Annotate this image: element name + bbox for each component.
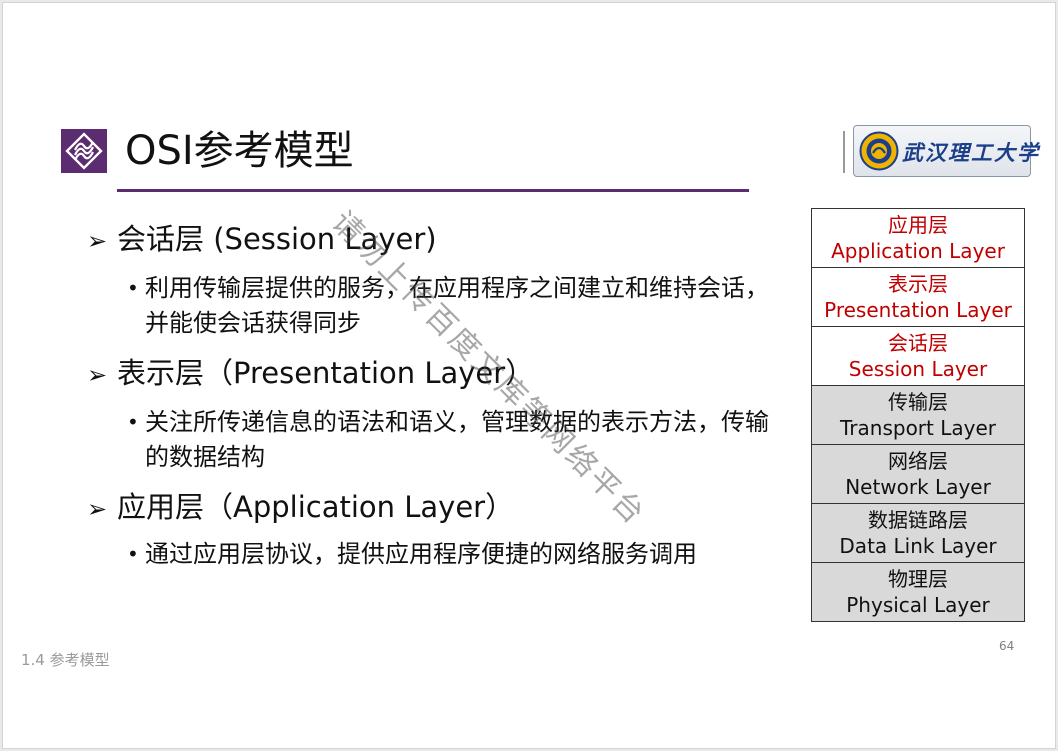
section-heading-application: ➢应用层（Application Layer） (87, 485, 514, 531)
section-bullet-session: • 利用传输层提供的服务，在应用程序之间建立和维持会话，并能使会话获得同步 (127, 271, 787, 341)
school-seal-icon (859, 131, 899, 171)
slide-title: OSI参考模型 (125, 128, 354, 174)
arrow-bullet-icon: ➢ (87, 495, 108, 523)
bullet-dot-icon: • (127, 542, 139, 566)
title-underline (117, 189, 749, 192)
arrow-bullet-icon: ➢ (87, 227, 108, 255)
logo-text: 武汉理工大学 (902, 140, 1040, 165)
section-bullet-presentation: • 关注所传递信息的语法和语义，管理数据的表示方法，传输的数据结构 (127, 405, 787, 475)
section-heading-session: ➢会话层 (Session Layer) (87, 217, 437, 263)
section-heading-presentation: ➢表示层（Presentation Layer） (87, 351, 534, 397)
university-emblem-icon (61, 129, 107, 173)
arrow-bullet-icon: ➢ (87, 361, 108, 389)
bullet-dot-icon: • (127, 276, 139, 300)
page-number: 64 (999, 639, 1015, 653)
university-logo: 武汉理工大学 (853, 125, 1038, 177)
section-bullet-application: • 通过应用层协议，提供应用程序便捷的网络服务调用 (127, 537, 787, 572)
footer-text: 1.4 参考模型 (21, 651, 110, 669)
logo-divider (843, 131, 845, 173)
bullet-dot-icon: • (127, 410, 139, 434)
